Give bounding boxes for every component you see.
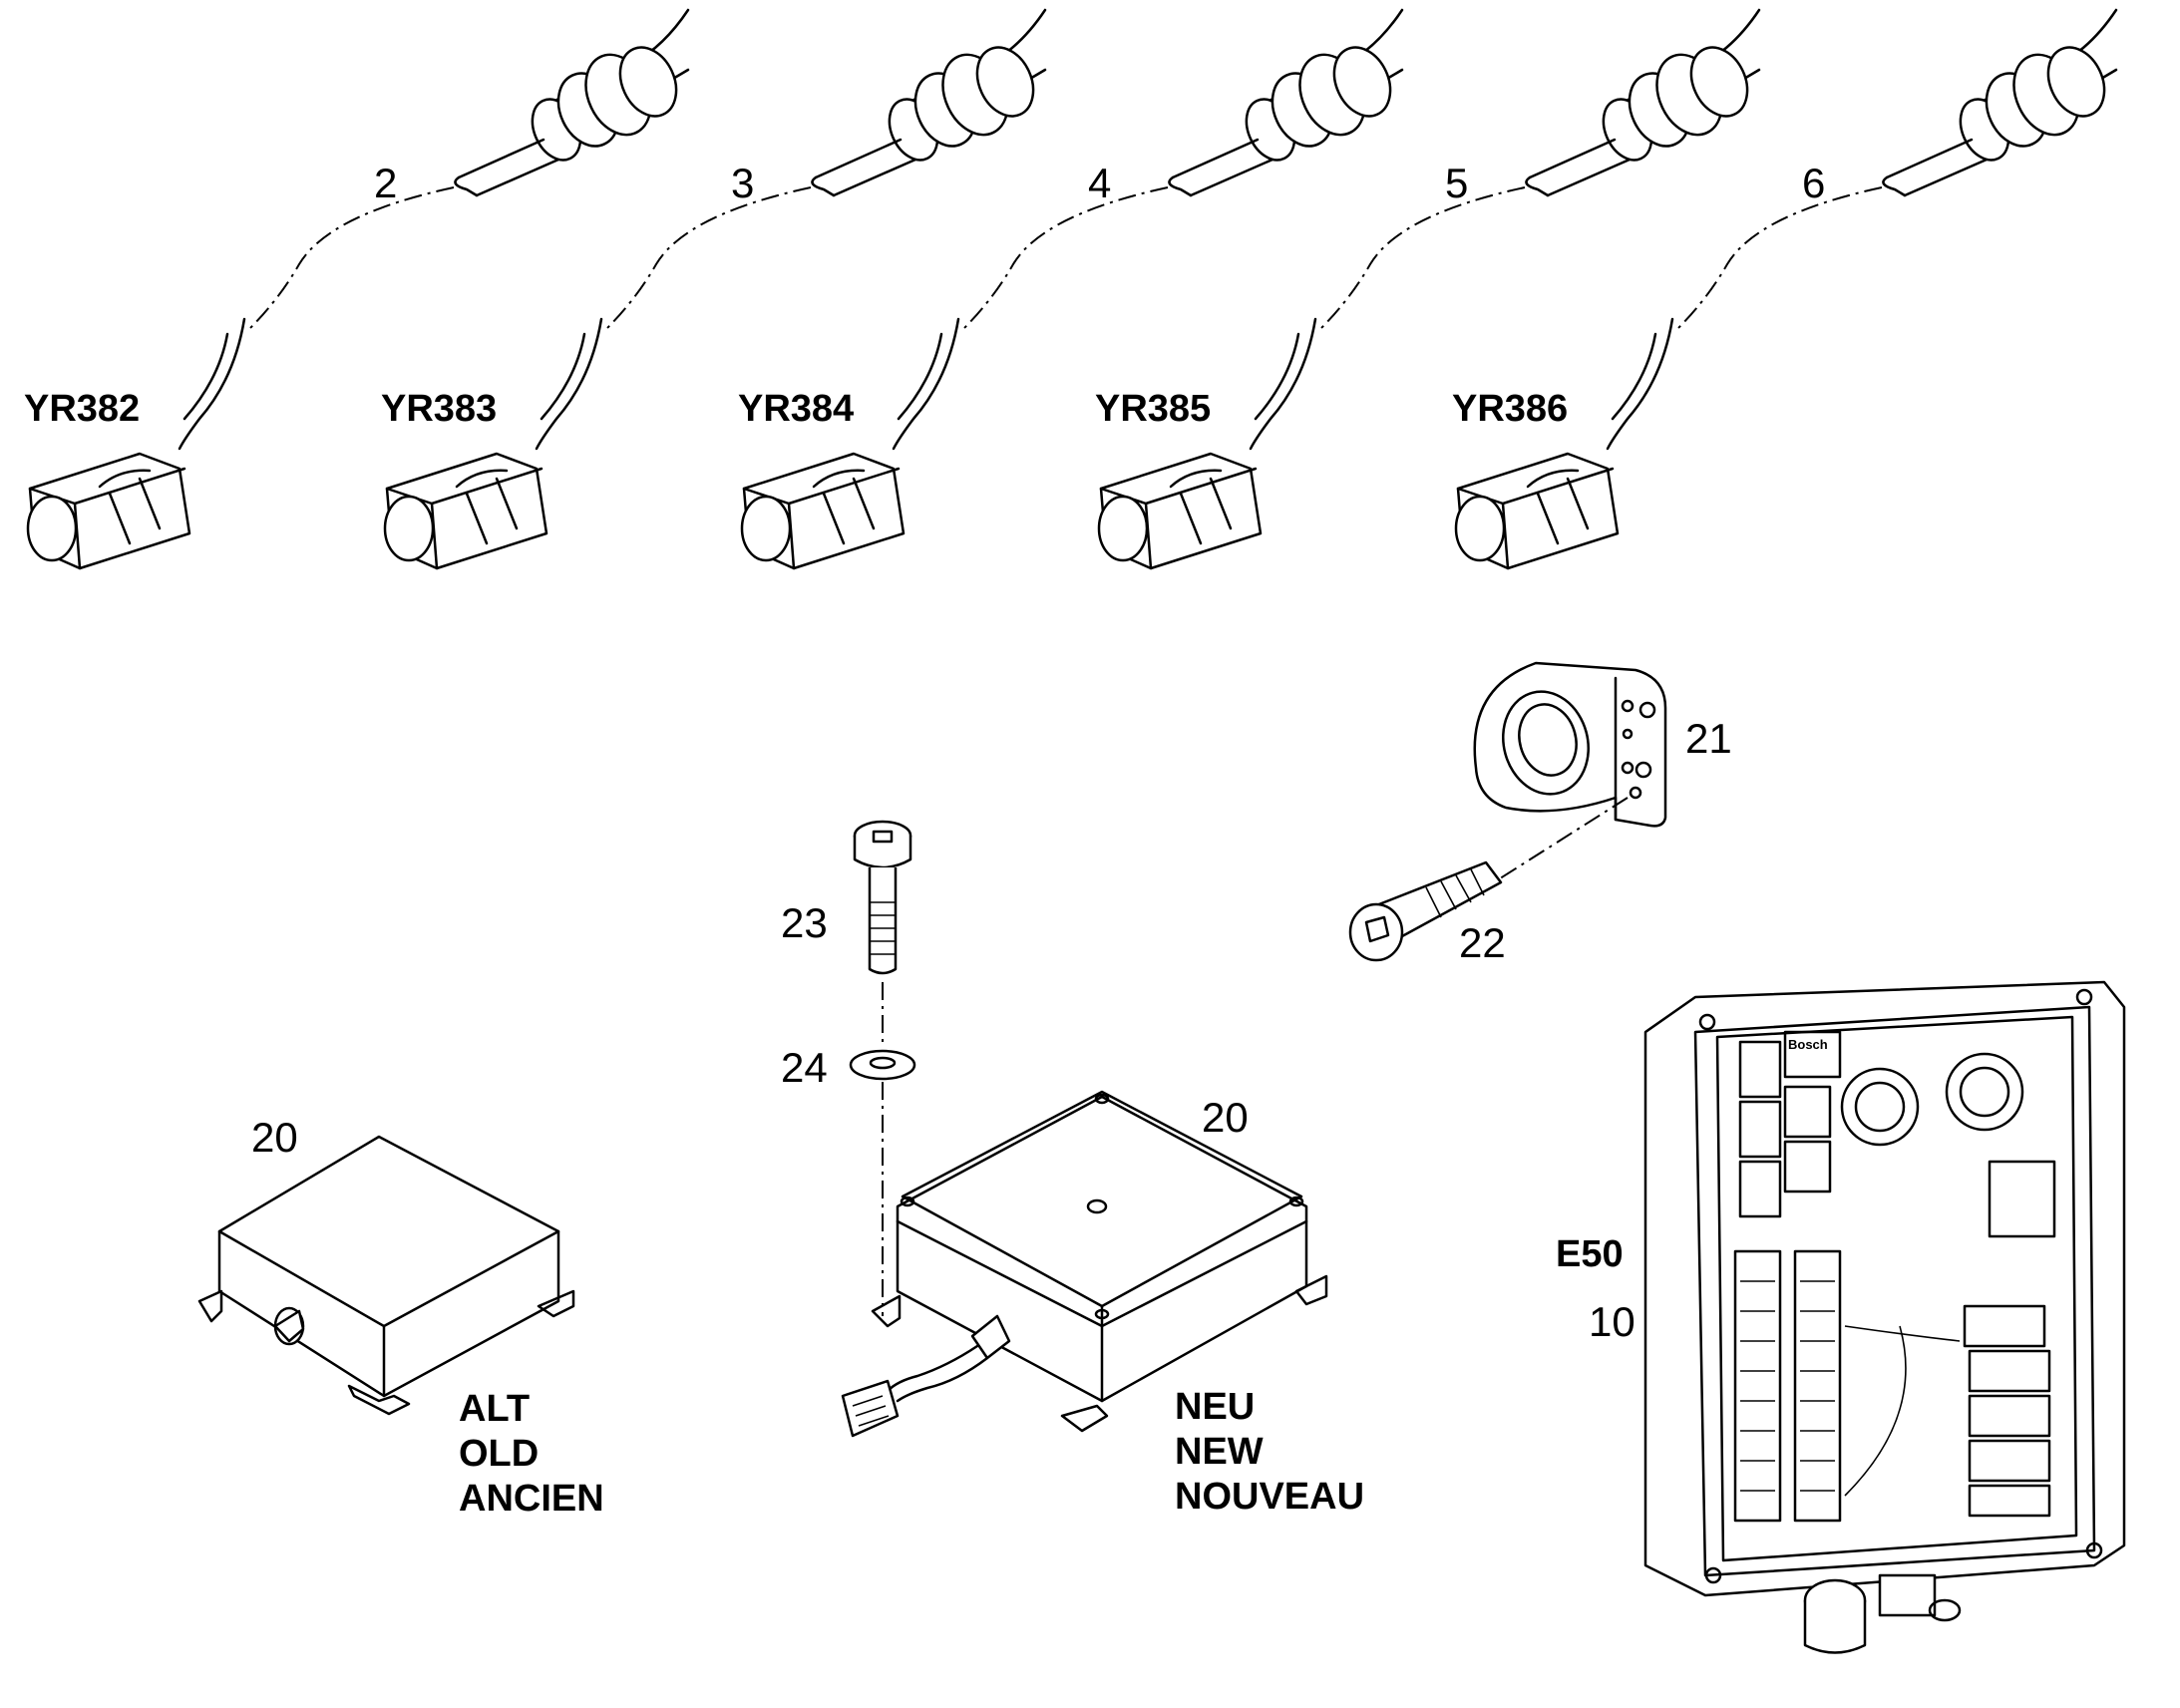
sensor-assembly: [1454, 8, 2118, 570]
cable-gland-icon: [811, 8, 1047, 197]
sensor-item-number: 3: [731, 160, 754, 206]
sensor-assembly: [26, 8, 690, 570]
sensor-assembly: [740, 8, 1404, 570]
leader-line: [248, 186, 455, 330]
cable-gland-icon: [454, 8, 690, 197]
connector-icon: [383, 317, 603, 570]
leader-line: [962, 186, 1169, 330]
leader-line: [1676, 186, 1883, 330]
relay-brand: Bosch: [1788, 1037, 1828, 1052]
screw-icon: [1348, 860, 1503, 962]
sensor-assembly: [383, 8, 1047, 570]
sensor-assembly: [1097, 8, 1761, 570]
sensor-item-number: 4: [1088, 160, 1111, 206]
bracket-item-number: 21: [1685, 715, 1732, 762]
screw-item-number: 23: [781, 899, 828, 946]
old-box-label-de: ALT: [459, 1388, 530, 1430]
control-box-code: E50: [1556, 1233, 1624, 1275]
new-box-label-fr: NOUVEAU: [1175, 1476, 1364, 1518]
sensor-code: YR385: [1095, 388, 1211, 430]
old-box-item-number: 20: [251, 1114, 298, 1161]
connector-icon: [26, 317, 246, 570]
control-box-item-number: 10: [1589, 1298, 1635, 1345]
connector-icon: [1454, 317, 1674, 570]
sensor-code: YR382: [24, 388, 140, 430]
cable-gland-icon: [1882, 8, 2118, 197]
sensor-item-number: 5: [1445, 160, 1468, 206]
new-box-label-de: NEU: [1175, 1386, 1255, 1428]
control-unit-new-icon: [841, 1090, 1328, 1438]
sensor-code: YR386: [1452, 388, 1568, 430]
old-box-label-fr: ANCIEN: [459, 1478, 604, 1520]
connector-icon: [1097, 317, 1317, 570]
new-box-label-en: NEW: [1175, 1431, 1264, 1473]
leader-line: [1485, 797, 1629, 888]
cable-gland-icon: [1168, 8, 1404, 197]
mounting-bracket-icon: [1473, 661, 1667, 828]
electrical-box-e50-icon: Bosch: [1643, 980, 2126, 1654]
washer-icon: [849, 1049, 916, 1081]
control-unit-old-icon: [197, 1135, 575, 1416]
washer-item-number: 24: [781, 1044, 828, 1091]
sensor-code: YR384: [738, 388, 854, 430]
old-box-label-en: OLD: [459, 1433, 539, 1475]
cable-gland-icon: [1525, 8, 1761, 197]
leader-line: [1319, 186, 1526, 330]
new-box-item-number: 20: [1202, 1094, 1249, 1141]
sensor-item-number: 2: [374, 160, 397, 206]
screw-item-number: 22: [1459, 919, 1506, 966]
connector-icon: [740, 317, 960, 570]
screw-icon: [853, 820, 912, 975]
sensor-item-number: 6: [1802, 160, 1825, 206]
sensor-code: YR383: [381, 388, 497, 430]
leader-line: [605, 186, 812, 330]
